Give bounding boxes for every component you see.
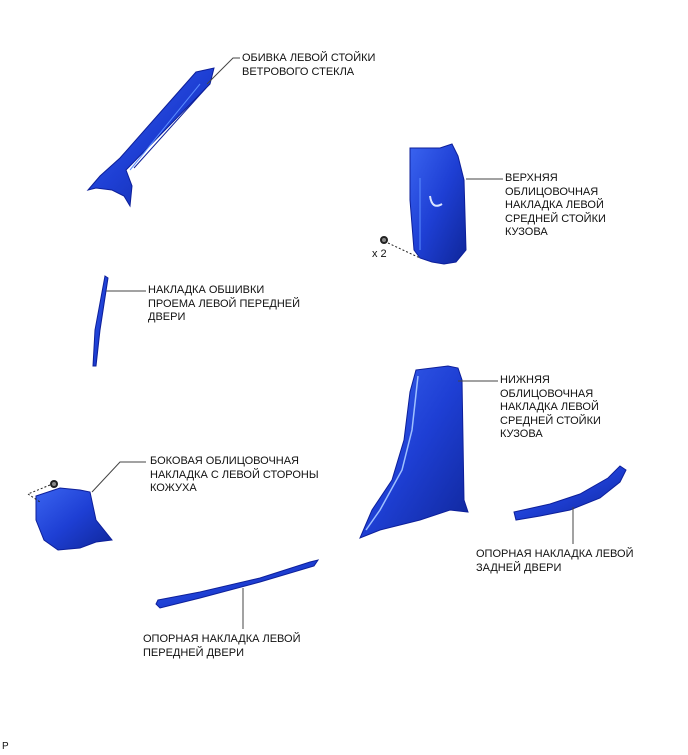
front-door-scuff-part	[155, 559, 320, 609]
label-a-pillar: ОБИВКА ЛЕВОЙ СТОЙКИ ВЕТРОВОГО СТЕКЛА	[242, 52, 376, 78]
a-pillar-part	[86, 67, 215, 208]
label-rear-door-scuff: ОПОРНАЯ НАКЛАДКА ЛЕВОЙ ЗАДНЕЙ ДВЕРИ	[476, 548, 634, 574]
cowl-side-trim-part	[35, 487, 113, 551]
corner-code: P	[2, 741, 9, 752]
leader-line	[206, 57, 240, 85]
clip-quantity: x 2	[372, 248, 387, 260]
rear-door-scuff-part	[513, 465, 627, 521]
label-front-door-scuff: ОПОРНАЯ НАКЛАДКА ЛЕВОЙ ПЕРЕДНЕЙ ДВЕРИ	[143, 633, 301, 659]
upper-b-pillar-part	[409, 143, 467, 265]
clip-icon	[27, 480, 58, 503]
clip-icon	[380, 236, 421, 259]
lower-b-pillar-part	[359, 365, 469, 539]
label-cowl-side-trim: БОКОВАЯ ОБЛИЦОВОЧНАЯ НАКЛАДКА С ЛЕВОЙ СТ…	[150, 455, 319, 494]
label-upper-b-pillar: ВЕРХНЯЯ ОБЛИЦОВОЧНАЯ НАКЛАДКА ЛЕВОЙ СРЕД…	[505, 172, 606, 238]
label-front-door-opening-trim: НАКЛАДКА ОБШИВКИ ПРОЕМА ЛЕВОЙ ПЕРЕДНЕЙ Д…	[148, 284, 301, 323]
label-lower-b-pillar: НИЖНЯЯ ОБЛИЦОВОЧНАЯ НАКЛАДКА ЛЕВОЙ СРЕДН…	[500, 374, 601, 440]
front-door-opening-trim-part	[92, 275, 109, 367]
